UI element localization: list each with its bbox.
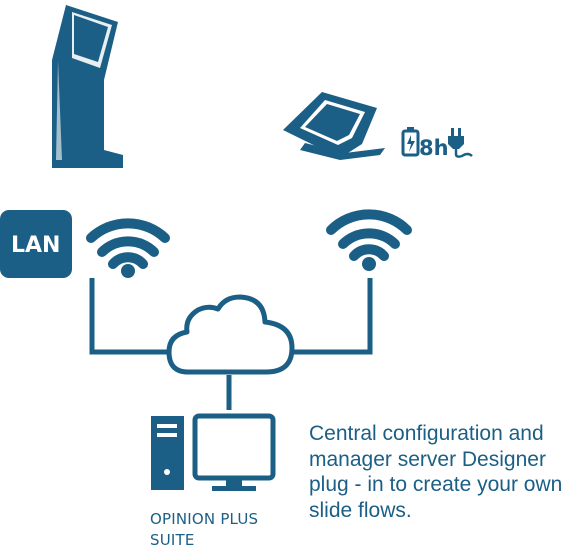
network-connectors — [89, 278, 373, 410]
wifi-right-icon — [326, 209, 412, 271]
desktop-computer-icon — [151, 413, 276, 491]
suite-label: OPINION PLUS SUITE — [150, 509, 310, 551]
power-plug-icon — [448, 128, 473, 158]
suite-label-line2: SUITE — [150, 531, 195, 549]
tablet-stand-icon — [283, 92, 385, 160]
suite-label-line1: OPINION PLUS — [150, 510, 259, 528]
kiosk-icon — [52, 5, 123, 168]
wifi-left-icon — [86, 218, 170, 278]
cloud-icon — [166, 294, 295, 375]
lan-badge: LAN — [0, 210, 72, 278]
battery-duration-label: 8h — [419, 136, 449, 160]
description-text: Central configuration and manager server… — [309, 422, 563, 522]
lan-label: LAN — [11, 233, 60, 258]
battery-icon — [401, 127, 420, 157]
